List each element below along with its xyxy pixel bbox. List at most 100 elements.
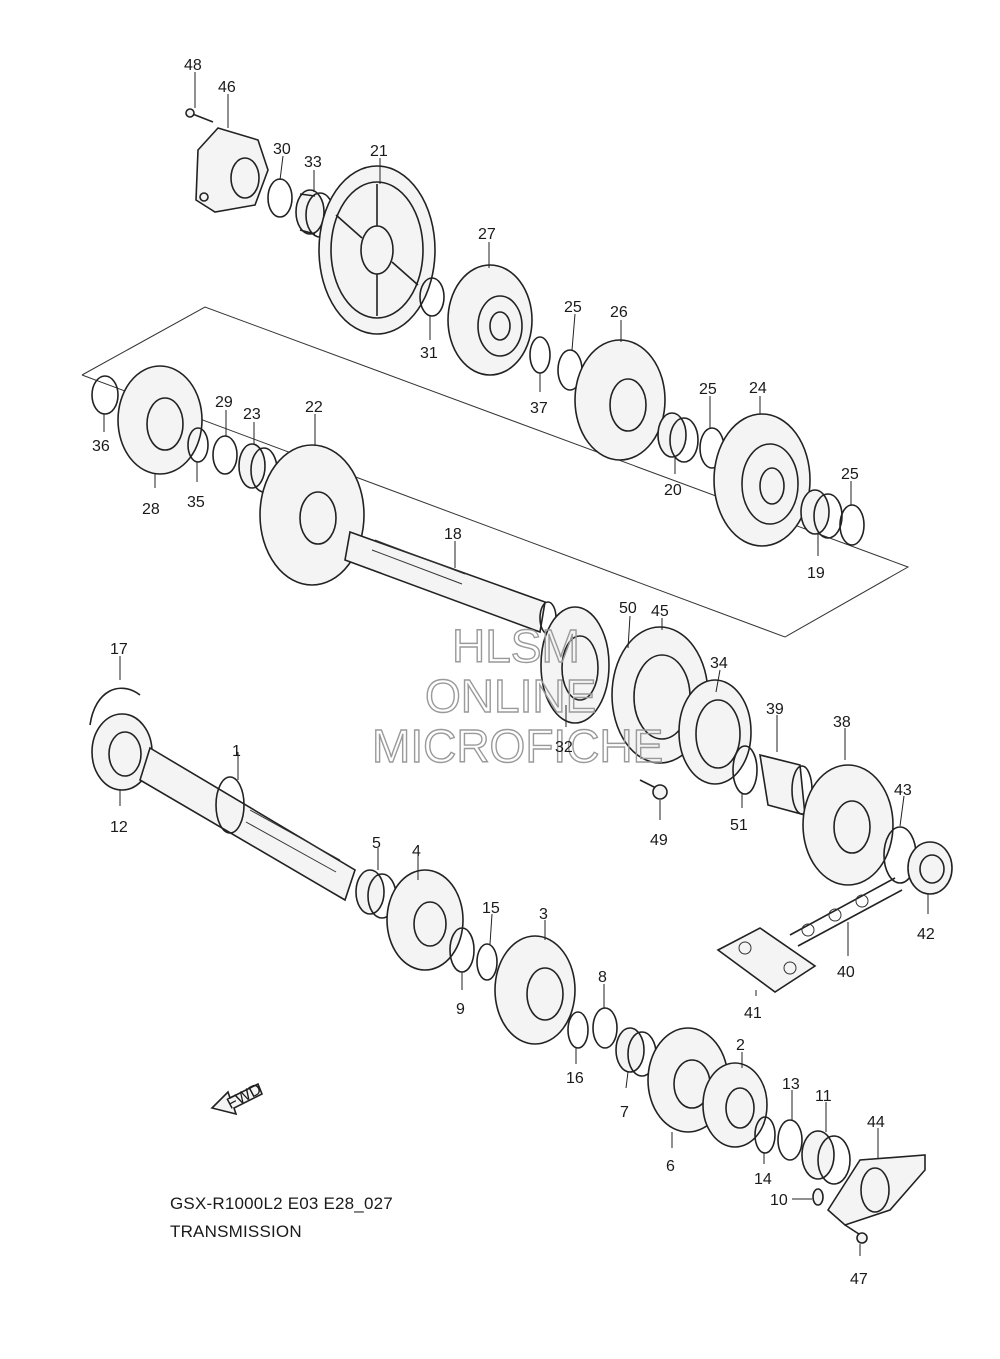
callout-24: 24 [749, 380, 767, 397]
part-50-oil-seal [540, 606, 610, 724]
part-41-chain-joint [716, 927, 817, 993]
part-38-sprocket [802, 764, 894, 886]
part-17-circlip [89, 687, 141, 726]
forward-direction-arrow-icon: FWD [210, 1081, 264, 1116]
part-46-bearing-retainer [195, 127, 269, 213]
part-49-screw [639, 779, 668, 800]
callout-12: 12 [110, 819, 128, 836]
callout-48: 48 [184, 57, 202, 74]
watermark-line-2: ONLINE [425, 670, 596, 722]
part-21-gear [318, 165, 436, 335]
callout-20: 20 [664, 482, 682, 499]
callout-13: 13 [782, 1076, 800, 1093]
callout-42: 42 [917, 926, 935, 943]
callout-7: 7 [620, 1104, 629, 1121]
callout-8: 8 [598, 969, 607, 986]
callout-28: 28 [142, 501, 160, 518]
part-22-gear [259, 444, 365, 586]
callout-35: 35 [187, 494, 205, 511]
callout-25-b: 25 [699, 381, 717, 398]
callout-27: 27 [478, 226, 496, 243]
callout-5: 5 [372, 835, 381, 852]
callout-44: 44 [867, 1114, 885, 1131]
callout-6: 6 [666, 1158, 675, 1175]
part-35-circlip [187, 427, 209, 463]
callout-43: 43 [894, 782, 912, 799]
callout-2: 2 [736, 1037, 745, 1054]
callout-4: 4 [412, 843, 421, 860]
callout-34: 34 [710, 655, 728, 672]
callout-47: 47 [850, 1271, 868, 1288]
callout-41: 41 [744, 1005, 762, 1022]
callout-25-a: 25 [564, 299, 582, 316]
callout-25-c: 25 [841, 466, 859, 483]
callout-39: 39 [766, 701, 784, 718]
callout-16: 16 [566, 1070, 584, 1087]
part-18-countershaft [344, 530, 557, 635]
part-25-washer-c [839, 504, 865, 546]
part-1-main-shaft [139, 746, 356, 902]
callout-22: 22 [305, 399, 323, 416]
callout-46: 46 [218, 79, 236, 96]
part-19-bushing [800, 489, 843, 539]
callout-17: 17 [110, 641, 128, 658]
part-2-gear [702, 1062, 768, 1148]
part-37-circlip [529, 336, 551, 374]
part-28-gear [117, 365, 203, 475]
part-40-drive-chain [789, 877, 903, 947]
part-34-bearing [678, 679, 752, 785]
callout-9: 9 [456, 1001, 465, 1018]
part-26-gear [574, 339, 666, 461]
watermark-line-3: MICROFICHE [372, 720, 663, 772]
part-16-circlip [567, 1011, 589, 1049]
part-24-gear [713, 413, 811, 547]
part-27-gear [447, 264, 533, 376]
section-title: TRANSMISSION [170, 1222, 302, 1241]
part-5-bushing [355, 869, 397, 919]
part-14-circlip [754, 1116, 776, 1154]
callout-30: 30 [273, 141, 291, 158]
part-39-spacer [759, 753, 813, 817]
callout-15: 15 [482, 900, 500, 917]
watermark: HLSM ONLINE MICROFICHE [371, 619, 664, 772]
callout-38: 38 [833, 714, 851, 731]
model-code-caption: GSX-R1000L2 E03 E28_027 [170, 1194, 393, 1213]
callout-51: 51 [730, 817, 748, 834]
callout-26: 26 [610, 304, 628, 321]
part-30-washer [267, 178, 293, 218]
part-51-o-ring [732, 745, 758, 795]
part-8-washer [592, 1007, 618, 1049]
part-44-bearing-retainer [826, 1154, 926, 1226]
callout-labels: 48 46 30 33 21 27 31 25 26 37 36 29 23 [92, 57, 935, 1288]
part-31-washer [419, 277, 445, 317]
direction-marker-label: FWD [224, 1081, 264, 1113]
callout-21: 21 [370, 143, 388, 160]
callout-11: 11 [815, 1088, 832, 1105]
callout-45: 45 [651, 603, 669, 620]
part-3-gear [494, 935, 576, 1045]
callout-33: 33 [304, 154, 322, 171]
callout-32: 32 [555, 739, 573, 756]
part-29-washer [212, 435, 238, 475]
callout-49: 49 [650, 832, 668, 849]
callout-37: 37 [530, 400, 548, 417]
callout-10: 10 [770, 1192, 788, 1209]
part-36-circlip [91, 375, 119, 415]
callout-18: 18 [444, 526, 462, 543]
part-11-bearing [801, 1130, 851, 1185]
callout-14: 14 [754, 1171, 772, 1188]
part-48-bolt [185, 108, 214, 123]
callout-36: 36 [92, 438, 110, 455]
part-20-bushing [657, 412, 699, 463]
callout-23: 23 [243, 406, 261, 423]
part-15-circlip [476, 943, 498, 981]
counter-shaft-group-outline [81, 306, 910, 638]
callout-3: 3 [539, 906, 548, 923]
part-10-pin [812, 1188, 824, 1206]
callout-31: 31 [420, 345, 438, 362]
part-12-bearing [91, 713, 153, 791]
callout-1: 1 [232, 743, 241, 760]
callout-50: 50 [619, 600, 637, 617]
